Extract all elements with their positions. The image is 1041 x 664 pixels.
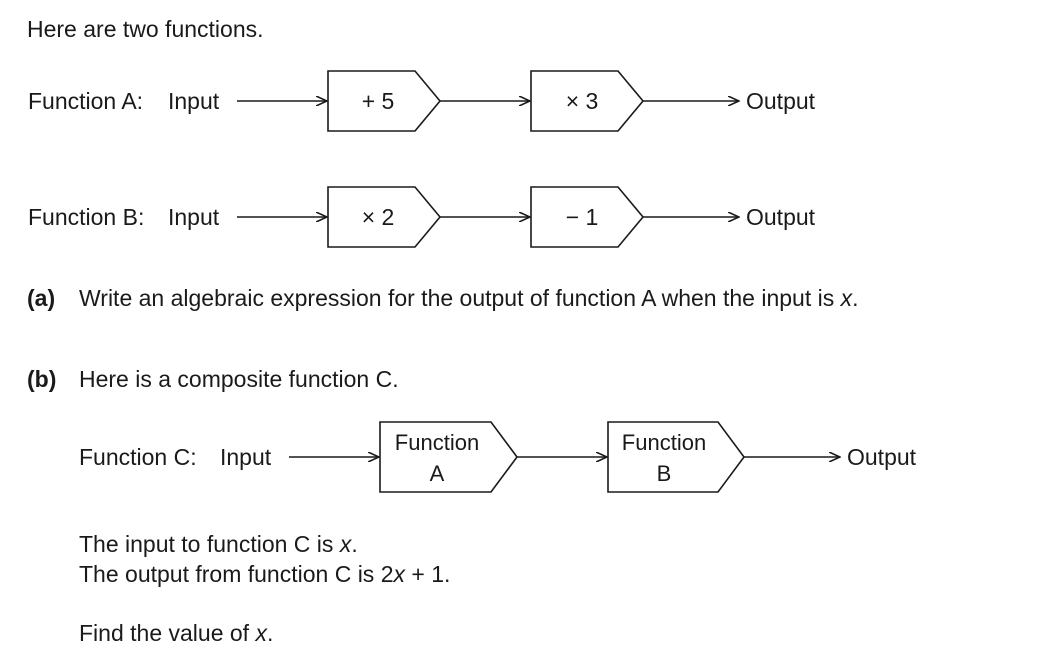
part-b-find-line: Find the value of x. — [79, 622, 273, 645]
function-a-output: Output — [746, 88, 816, 114]
output-line-text: The output from function C is 2 — [79, 561, 394, 587]
operation-box — [530, 186, 645, 248]
find-line-variable: x — [255, 620, 267, 646]
function-box — [379, 421, 518, 493]
operation-box — [327, 70, 442, 132]
function-c-box-1-line-2: A — [430, 461, 445, 486]
function-b-box-1-label: × 2 — [362, 204, 395, 230]
find-line-end: . — [266, 620, 274, 646]
part-a-variable: x — [840, 285, 853, 311]
function-c-output: Output — [847, 444, 917, 470]
input-line-text: The input to function C is — [79, 531, 340, 557]
operation-box — [327, 186, 442, 248]
part-a-marker: (a) — [27, 285, 56, 311]
output-line-variable: x — [393, 561, 406, 587]
function-c-label: Function C: — [79, 444, 197, 470]
function-a-box-1-label: + 5 — [362, 88, 395, 114]
function-b-label: Function B: — [28, 204, 144, 230]
input-line-variable: x — [339, 531, 352, 557]
function-c-box-2-line-2: B — [657, 461, 672, 486]
function-b-machine: Function B: Input × 2 − 1 Output — [28, 186, 816, 248]
operation-box — [530, 70, 645, 132]
function-a-machine: Function A: Input + 5 × 3 Output — [28, 70, 816, 132]
find-line-text: Find the value of — [79, 620, 256, 646]
intro-text: Here are two functions. — [27, 16, 264, 42]
part-a-text: Write an algebraic expression for the ou… — [79, 285, 841, 311]
output-line-end: + 1. — [405, 561, 451, 587]
function-b-box-2-label: − 1 — [566, 204, 599, 230]
part-a-question: Write an algebraic expression for the ou… — [79, 287, 859, 310]
function-a-label: Function A: — [28, 88, 143, 114]
part-b-output-line: The output from function C is 2x + 1. — [79, 563, 450, 586]
function-box — [607, 421, 745, 493]
function-a-box-2-label: × 3 — [566, 88, 599, 114]
function-a-input: Input — [168, 88, 220, 114]
function-b-input: Input — [168, 204, 220, 230]
function-c-machine: Function C: Input Function A Function B … — [79, 421, 917, 493]
input-line-end: . — [351, 531, 358, 557]
part-b-marker: (b) — [27, 366, 57, 392]
function-c-box-1-line-1: Function — [395, 430, 479, 455]
part-a-end: . — [852, 285, 859, 311]
function-b-output: Output — [746, 204, 816, 230]
part-b-input-line: The input to function C is x. — [79, 533, 358, 556]
function-c-input: Input — [220, 444, 272, 470]
part-b-text: Here is a composite function C. — [79, 366, 399, 392]
function-c-box-2-line-1: Function — [622, 430, 706, 455]
